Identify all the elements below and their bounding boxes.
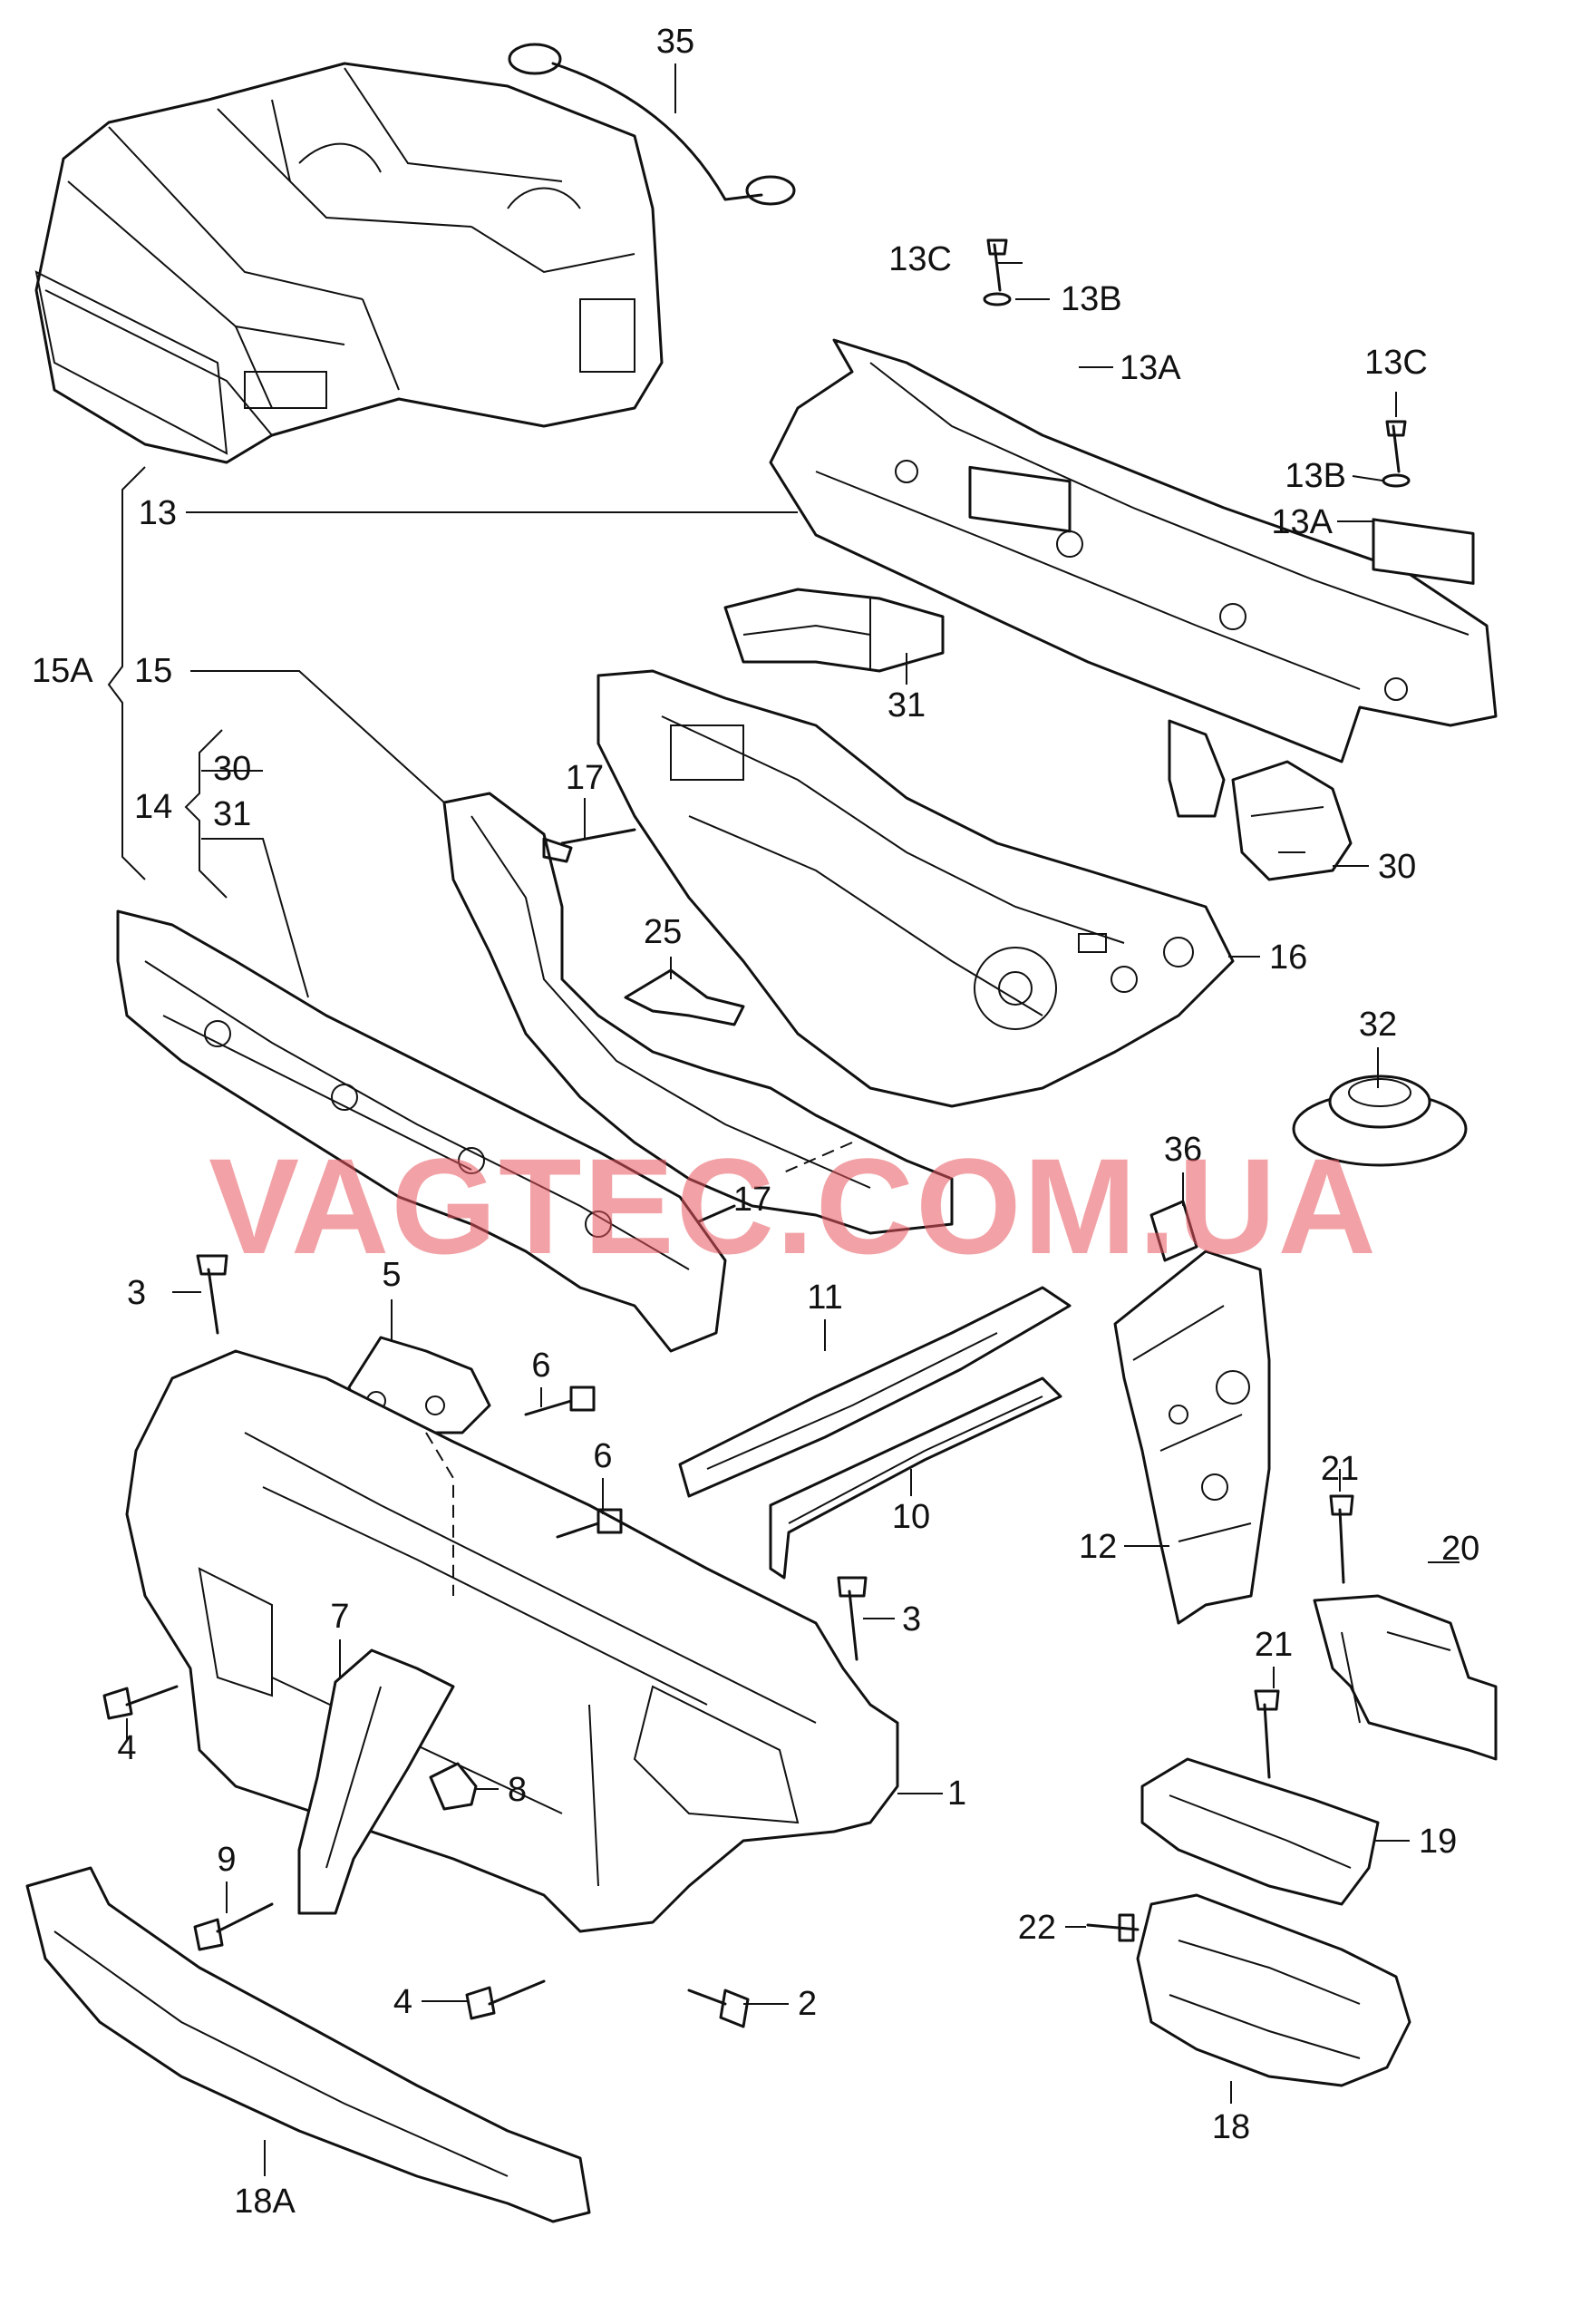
callout-31-lower: 31 bbox=[213, 795, 251, 833]
callout-7: 7 bbox=[330, 1598, 349, 1636]
callout-18a: 18A bbox=[234, 2183, 296, 2221]
callout-13c-lower: 13C bbox=[1364, 344, 1428, 382]
part-11-rail bbox=[678, 1286, 1072, 1498]
part-36-cap bbox=[1149, 1200, 1198, 1262]
callout-31-upper: 31 bbox=[887, 686, 926, 724]
callout-16: 16 bbox=[1269, 938, 1307, 977]
part-35-cable bbox=[508, 43, 796, 206]
callout-5: 5 bbox=[382, 1256, 401, 1294]
callout-32: 32 bbox=[1359, 1006, 1397, 1044]
callout-19: 19 bbox=[1419, 1823, 1457, 1861]
bolts bbox=[102, 1254, 868, 2028]
callout-25: 25 bbox=[644, 913, 682, 951]
part-12-pillar bbox=[1113, 1250, 1271, 1625]
part-13abc-lower-set bbox=[1372, 420, 1475, 585]
part-14-cowl-panel bbox=[116, 909, 727, 1353]
part-31-bracket bbox=[723, 588, 945, 673]
callout-22: 22 bbox=[1018, 1909, 1056, 1947]
callout-8: 8 bbox=[508, 1771, 527, 1809]
callout-6-upper: 6 bbox=[531, 1347, 550, 1385]
callout-35: 35 bbox=[656, 23, 694, 61]
callout-2: 2 bbox=[798, 1985, 817, 2023]
part-16-bulkhead-insulation bbox=[597, 669, 1235, 1108]
callout-21-upper: 21 bbox=[1321, 1450, 1359, 1488]
callout-labels: 35 13C 13B 13A 13C 13B 13A 13 31 15A 15 … bbox=[32, 23, 1479, 2221]
watermark: VAGTEC.COM.UA bbox=[209, 1130, 1378, 1282]
part-25-clip bbox=[624, 968, 745, 1026]
part-13abc-upper-set bbox=[968, 238, 1072, 533]
part-19-tray bbox=[1140, 1757, 1380, 1906]
front-end-assembly bbox=[34, 62, 664, 464]
part-21-screws bbox=[1254, 1494, 1354, 1779]
callout-3-left: 3 bbox=[127, 1274, 146, 1312]
callout-13a-upper: 13A bbox=[1120, 349, 1181, 387]
callout-4-left: 4 bbox=[117, 1729, 136, 1767]
part-32-grommet bbox=[1292, 1074, 1468, 1167]
callout-15: 15 bbox=[134, 652, 172, 690]
callout-1: 1 bbox=[947, 1775, 966, 1813]
callout-13c-upper: 13C bbox=[888, 240, 952, 278]
callout-3-right: 3 bbox=[902, 1600, 921, 1638]
callout-30-lower: 30 bbox=[1378, 848, 1416, 886]
leader-lines bbox=[107, 63, 1460, 2176]
part-10-rail bbox=[769, 1376, 1062, 1580]
callout-18: 18 bbox=[1212, 2108, 1250, 2146]
callout-13b-upper: 13B bbox=[1061, 280, 1122, 318]
part-15-insulation bbox=[442, 792, 954, 1235]
callout-9: 9 bbox=[217, 1841, 236, 1879]
callout-14: 14 bbox=[134, 788, 172, 826]
callout-20: 20 bbox=[1441, 1530, 1479, 1568]
part-18-cover bbox=[1136, 1893, 1411, 2087]
callout-11: 11 bbox=[807, 1279, 842, 1317]
callout-4-lower: 4 bbox=[393, 1983, 412, 2021]
part-18a-spoiler bbox=[25, 1866, 591, 2223]
callout-21-lower: 21 bbox=[1255, 1626, 1293, 1664]
callout-30-upper: 30 bbox=[213, 750, 251, 788]
callout-15a: 15A bbox=[32, 652, 93, 690]
callout-10: 10 bbox=[892, 1498, 930, 1536]
callout-6-lower: 6 bbox=[593, 1437, 612, 1475]
callout-12: 12 bbox=[1079, 1528, 1117, 1566]
callout-13: 13 bbox=[139, 494, 177, 532]
part-20-bracket bbox=[1313, 1594, 1498, 1761]
part-7-bracket bbox=[297, 1648, 455, 1915]
callout-13b-lower: 13B bbox=[1285, 457, 1346, 495]
part-8-clip bbox=[429, 1762, 478, 1811]
callout-13a-lower: 13A bbox=[1271, 503, 1333, 541]
callout-17-upper: 17 bbox=[566, 759, 604, 797]
callout-17-lower: 17 bbox=[733, 1181, 771, 1219]
part-30-bracket bbox=[1168, 719, 1353, 881]
part-22-screw bbox=[1086, 1913, 1140, 1942]
callout-36: 36 bbox=[1164, 1131, 1202, 1169]
